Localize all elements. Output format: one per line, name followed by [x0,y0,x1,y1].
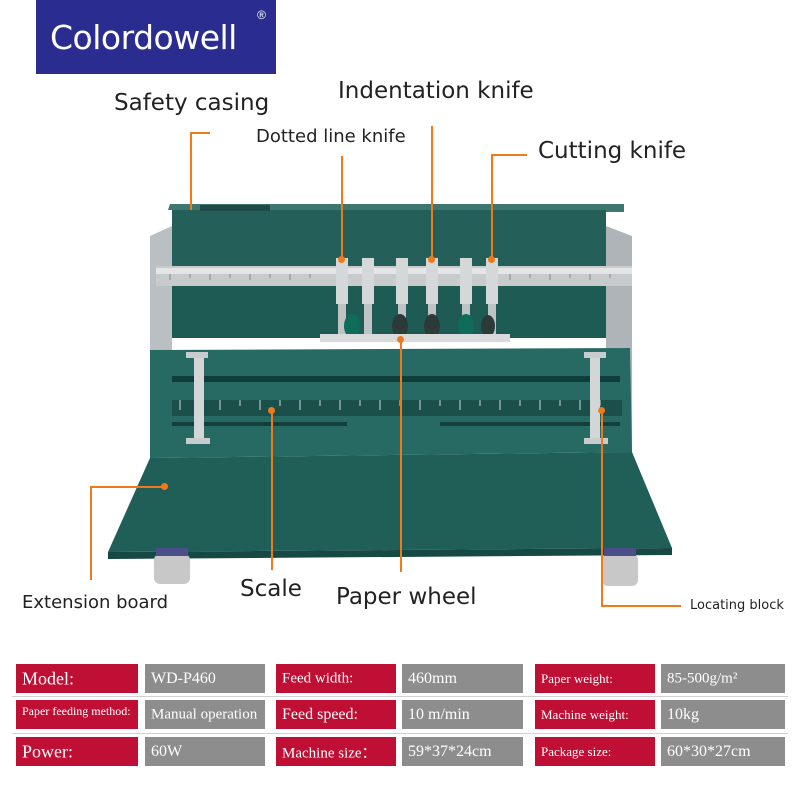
dot-indentation [428,256,435,263]
spec-label-model: Model: [16,664,138,693]
spec-row-divider [12,696,788,697]
spec-label-package-size: Package size: [535,737,655,766]
spec-value-package-size: 60*30*27cm [661,737,785,766]
callout-safety-casing: Safety casing [114,90,270,116]
spec-label-power: Power: [16,737,138,766]
dot-extension [161,483,168,490]
leader-dotted-line [341,156,343,260]
leader-scale [271,410,273,570]
brand-name: Colordowell [50,18,237,57]
registered-mark: ® [257,8,266,22]
paper-wheels [344,314,495,338]
dot-cutting [488,256,495,263]
leader-extension-v [90,486,92,580]
spec-label-machine-weight: Machine weight: [535,700,655,729]
top-rail-ticks [169,274,611,280]
callout-scale: Scale [240,576,302,602]
spec-row-divider [12,733,788,734]
spec-value-feed-width: 460mm [402,664,523,693]
leader-cutting-v [491,154,493,258]
spec-label-machine-size: Machine size： [276,737,396,766]
leader-safety-casing-h [190,132,210,134]
spec-value-machine-weight: 10kg [661,700,785,729]
spec-label-paper-weight: Paper weight: [535,664,655,693]
leader-locating-v [601,410,603,606]
spec-value-paper-feeding-method: Manual operation [145,700,265,729]
dot-paper-wheel [397,336,404,343]
leader-extension-h [90,486,164,488]
dot-locating [598,407,605,414]
spec-value-feed-speed: 10 m/min [402,700,523,729]
callout-dotted-line-knife: Dotted line knife [256,126,406,147]
spec-value-paper-weight: 85-500g/m² [661,664,785,693]
spec-value-machine-size: 59*37*24cm [402,737,523,766]
spec-label-paper-feeding-method: Paper feeding method: [16,700,138,729]
leader-safety-casing-v [190,132,192,210]
dot-scale [268,407,275,414]
leader-indentation [431,126,433,258]
leader-cutting-h [491,154,527,156]
scale-ticks [179,400,601,410]
callout-paper-wheel: Paper wheel [336,584,477,610]
leader-paper-wheel [400,340,402,572]
callout-cutting-knife: Cutting knife [538,138,687,164]
leader-locating-h [601,605,681,607]
machine-illustration [108,204,672,586]
callout-extension-board: Extension board [22,592,169,613]
spec-value-model: WD-P460 [145,664,265,693]
callout-indentation-knife: Indentation knife [338,78,534,104]
brand-logo: Colordowell ® [36,0,276,74]
callout-locating-block: Locating block [690,598,784,613]
dot-dotted-line [338,256,345,263]
spec-label-feed-width: Feed width: [276,664,396,693]
spec-value-power: 60W [145,737,265,766]
spec-label-feed-speed: Feed speed: [276,700,396,729]
